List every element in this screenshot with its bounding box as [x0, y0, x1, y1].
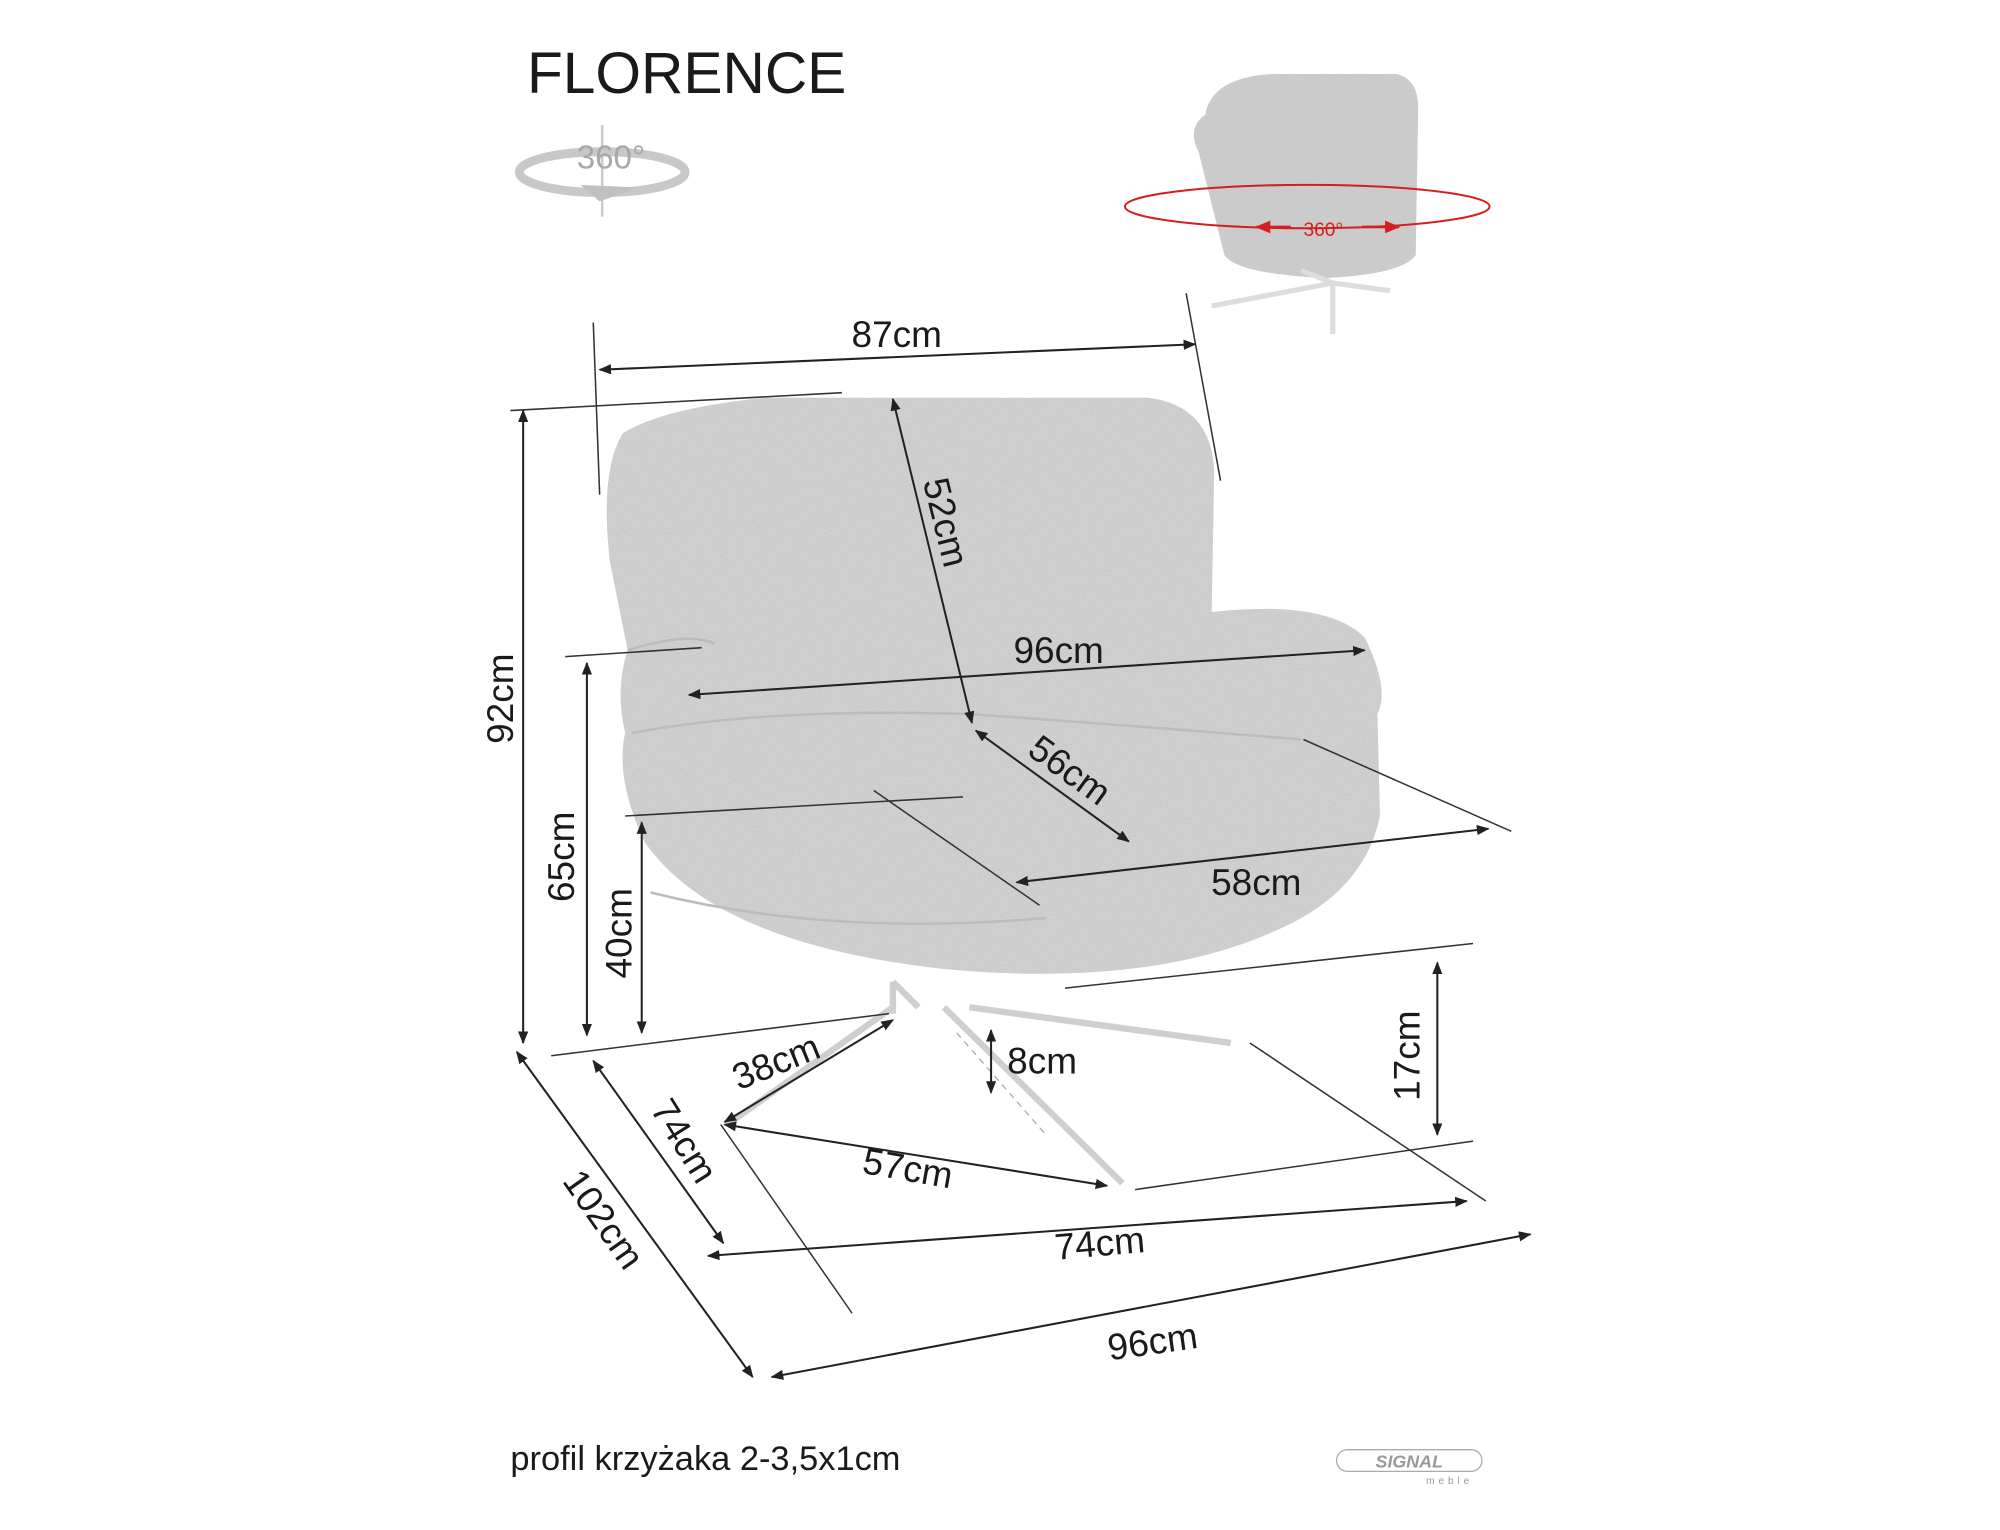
- dim-seat-height: 40cm: [599, 888, 640, 978]
- product-title: FLORENCE: [527, 41, 846, 106]
- chair-preview-image: 360°: [1123, 73, 1491, 335]
- dimension-arrows: [515, 339, 1532, 1380]
- dim-seat-width: 58cm: [1211, 862, 1301, 903]
- rotate-360-label: 360°: [577, 139, 646, 176]
- dim-leg-span: 57cm: [860, 1140, 956, 1196]
- extension-lines: [510, 293, 1512, 1314]
- dim-back-width: 87cm: [852, 314, 942, 355]
- signal-meble-logo: SIGNAL meble: [1335, 1449, 1483, 1487]
- logo-sub: meble: [1426, 1476, 1473, 1487]
- leg-profile-note: profil krzyżaka 2-3,5x1cm: [510, 1440, 900, 1478]
- dim-base-height: 17cm: [1386, 1010, 1427, 1100]
- chair-image: [606, 397, 1382, 1186]
- dim-base-width: 74cm: [1053, 1219, 1147, 1268]
- dim-armrest-width: 96cm: [1013, 630, 1103, 671]
- dim-armrest-height: 65cm: [541, 812, 582, 902]
- dim-total-height: 92cm: [480, 653, 521, 743]
- preview-360-label: 360°: [1303, 220, 1343, 241]
- logo-brand: SIGNAL: [1376, 1452, 1443, 1472]
- rotate-360-icon: 360°: [514, 124, 690, 217]
- dim-total-width: 96cm: [1105, 1315, 1200, 1368]
- dim-leg-height: 8cm: [1007, 1041, 1077, 1082]
- dim-base-depth: 74cm: [643, 1092, 726, 1190]
